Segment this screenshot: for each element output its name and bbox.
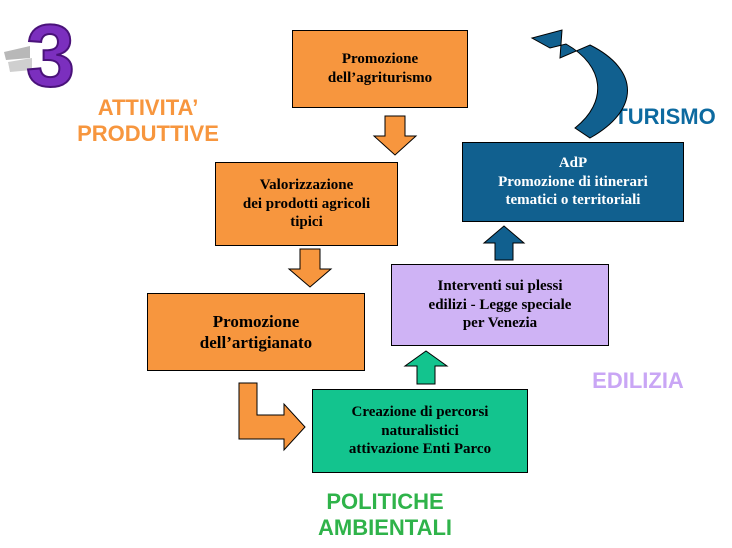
- arrow-down-2: [287, 248, 333, 288]
- box-promozione-artigianato-text: Promozione dell’artigianato: [199, 311, 313, 352]
- box-interventi-plessi: Interventi sui plessi edilizi - Legge sp…: [391, 264, 609, 346]
- arrow-up-green: [403, 350, 449, 385]
- box-adp-itinerari-text: AdP Promozione di itinerari tematici o t…: [498, 154, 648, 209]
- number-shadow-shape-2: [8, 58, 32, 72]
- arrow-up-blue: [482, 225, 526, 261]
- box-percorsi-naturalistici-text: Creazione di percorsi naturalistici atti…: [348, 403, 492, 458]
- slide-number: 3: [26, 6, 75, 105]
- label-edilizia: EDILIZIA: [592, 368, 684, 393]
- slide-number-graphic: 3: [4, 5, 76, 106]
- number-shadow-shape: [4, 46, 30, 60]
- box-valorizzazione-prodotti: Valorizzazione dei prodotti agricoli tip…: [215, 162, 398, 246]
- box-promozione-agriturismo-text: Promozione dell’agriturismo: [327, 51, 433, 86]
- box-promozione-agriturismo: Promozione dell’agriturismo: [292, 30, 468, 108]
- arrow-down-1: [372, 115, 418, 156]
- box-adp-itinerari: AdP Promozione di itinerari tematici o t…: [462, 142, 684, 222]
- box-valorizzazione-prodotti-text: Valorizzazione dei prodotti agricoli tip…: [242, 176, 371, 231]
- box-percorsi-naturalistici: Creazione di percorsi naturalistici atti…: [312, 389, 528, 473]
- box-interventi-plessi-text: Interventi sui plessi edilizi - Legge sp…: [428, 277, 572, 332]
- box-promozione-artigianato: Promozione dell’artigianato: [147, 293, 365, 371]
- arrow-curved-turismo: [530, 29, 628, 139]
- arrow-l-bent: [238, 382, 306, 452]
- label-attivita-produttive: ATTIVITA’ PRODUTTIVE: [77, 95, 219, 147]
- label-politiche-ambientali: POLITICHE AMBIENTALI: [317, 489, 453, 541]
- label-turismo: TURISMO: [614, 104, 716, 129]
